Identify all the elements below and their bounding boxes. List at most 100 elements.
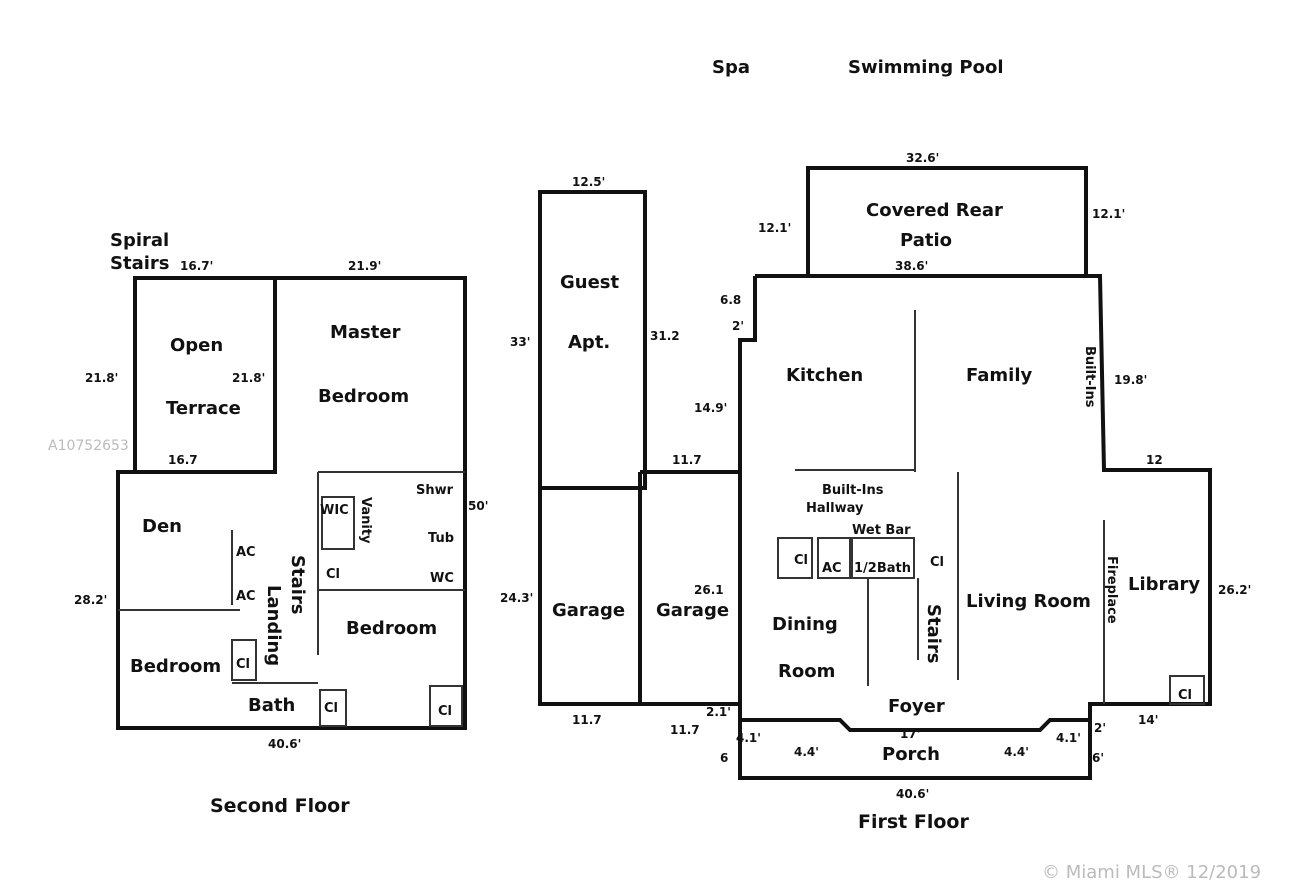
- spiral-stairs-label-1: Spiral: [110, 230, 169, 251]
- half-bath-label: 1/2Bath: [854, 561, 911, 576]
- listing-id-watermark: A10752653: [48, 438, 129, 454]
- dim-garage-left: 24.3': [500, 591, 533, 605]
- landing-label: Landing: [263, 585, 284, 666]
- foyer-label: Foyer: [888, 696, 945, 717]
- dim-guest-left: 33': [510, 335, 530, 349]
- dim-bottom: 40.6': [896, 787, 929, 801]
- spiral-stairs-label-2: Stairs: [110, 253, 169, 274]
- first-floor-outer-walls: [738, 274, 1212, 732]
- dim-terrace-inner: 21.8': [232, 371, 265, 385]
- first-floor-caption: First Floor: [858, 811, 969, 833]
- closet-label-stairs: Cl: [326, 567, 340, 582]
- open-terrace-label-1: Open: [170, 335, 223, 356]
- wc-label: WC: [430, 571, 454, 586]
- dim-step-top: 6.8: [720, 293, 741, 307]
- ac-box: [817, 537, 851, 579]
- hallway-label: Hallway: [806, 501, 864, 516]
- dim-porch-depth-right: 6': [1092, 751, 1104, 765]
- dim-bottom: 40.6': [268, 737, 301, 751]
- copyright-watermark: © Miami MLS® 12/2019: [1042, 862, 1261, 883]
- porch-label: Porch: [882, 744, 940, 765]
- first-floor-plan: 32.6' 12.1' 12.1' 38.6' 6.8 2' 14.9' 19.…: [694, 151, 1251, 833]
- dim-garage-bottom-left: 11.7: [572, 713, 602, 727]
- bath-label: Bath: [248, 695, 295, 716]
- guest-garage-plan: 12.5' 33' 31.2 11.7 24.3' 26.1 11.7 11.7…: [500, 175, 742, 737]
- garage-right-label: Garage: [656, 600, 729, 621]
- living-room-label: Living Room: [966, 591, 1091, 612]
- closet-label-left: Cl: [236, 657, 250, 672]
- closet-label-right: Cl: [438, 704, 452, 719]
- dining-room-label-2: Room: [778, 661, 835, 682]
- fireplace-label: Fireplace: [1104, 556, 1119, 624]
- stairs-label: Stairs: [287, 555, 308, 614]
- ac-label-2: AC: [236, 589, 256, 604]
- guest-apt-label-2: Apt.: [568, 332, 610, 353]
- dim-library-bottom: 14': [1138, 713, 1158, 727]
- second-floor-plan: Spiral Stairs 16.7' 21.9' 21.8' 21.8' 16…: [74, 230, 488, 817]
- closet-label-stairs: Cl: [930, 555, 944, 570]
- stairs-label: Stairs: [923, 604, 944, 663]
- dim-terrace-left: 21.8': [85, 371, 118, 385]
- half-bath-box: [851, 537, 915, 579]
- second-floor-outer-walls: [116, 276, 467, 730]
- closet-label-mid: Cl: [324, 701, 338, 716]
- closet-box-library: [1169, 675, 1205, 705]
- library-label: Library: [1128, 574, 1200, 595]
- dim-patio-left: 12.1': [758, 221, 791, 235]
- closet-box-right: [429, 685, 463, 727]
- dim-guest-top: 12.5': [572, 175, 605, 189]
- dim-patio-right: 12.1': [1092, 207, 1125, 221]
- dim-library-top: 12: [1146, 453, 1163, 467]
- vanity-label: Vanity: [358, 497, 373, 544]
- dim-porch-left-b: 4.4': [794, 745, 819, 759]
- dining-room-label-1: Dining: [772, 614, 838, 635]
- bedroom-left-label: Bedroom: [130, 656, 221, 677]
- covered-patio-label-1: Covered Rear: [866, 200, 1003, 221]
- dim-garage-top: 11.7: [672, 453, 702, 467]
- dim-guest-right: 31.2: [650, 329, 680, 343]
- dim-top-right: 21.9': [348, 259, 381, 273]
- garage-right-walls: [638, 470, 742, 706]
- ac-label-1: AC: [236, 545, 256, 560]
- dim-porch-left-a: 4.1': [736, 731, 761, 745]
- master-bedroom-label-2: Bedroom: [318, 386, 409, 407]
- dim-right: 50': [468, 499, 488, 513]
- dim-porch-depth-left: 6: [720, 751, 728, 765]
- dim-right-side: 19.8': [1114, 373, 1147, 387]
- garage-left-walls: [538, 486, 642, 706]
- dim-porch-right-a: 4.4': [1004, 745, 1029, 759]
- closet-box-mid: [319, 689, 347, 727]
- kitchen-label: Kitchen: [786, 365, 863, 386]
- family-label: Family: [966, 365, 1032, 386]
- dim-step-small: 2': [732, 319, 744, 333]
- dim-library-right: 26.2': [1218, 583, 1251, 597]
- built-ins-side-label: Built-Ins: [1082, 346, 1097, 408]
- dim-porch-right-b: 4.1': [1056, 731, 1081, 745]
- covered-patio-walls: [806, 166, 1088, 278]
- shwr-label: Shwr: [416, 483, 454, 498]
- closet-label-library: Cl: [1178, 688, 1192, 703]
- den-label: Den: [142, 516, 182, 537]
- closet-box-left: [231, 639, 257, 681]
- tub-label: Tub: [428, 531, 454, 546]
- bedroom-right-label: Bedroom: [346, 618, 437, 639]
- wic-box: [321, 496, 355, 550]
- garage-left-label: Garage: [552, 600, 625, 621]
- dim-garage-mid: 26.1: [694, 583, 724, 597]
- built-ins-hall-label: Built-Ins: [822, 483, 884, 498]
- dim-foyer-width: 17': [900, 727, 920, 741]
- porch-walls: [738, 720, 1092, 780]
- dim-patio-top: 32.6': [906, 151, 939, 165]
- dim-kitchen-left: 14.9': [694, 401, 727, 415]
- master-bedroom-label-1: Master: [330, 322, 401, 343]
- open-terrace-label-2: Terrace: [166, 398, 241, 419]
- swimming-pool-label: Swimming Pool: [848, 57, 1004, 78]
- dim-small-right: 2': [1094, 721, 1106, 735]
- second-floor-caption: Second Floor: [210, 795, 350, 817]
- dim-terrace-bottom: 16.7: [168, 453, 198, 467]
- covered-patio-label-2: Patio: [900, 230, 952, 251]
- dim-top-left: 16.7': [180, 259, 213, 273]
- wet-bar-label: Wet Bar: [852, 523, 911, 538]
- closet-label-dining: Cl: [794, 553, 808, 568]
